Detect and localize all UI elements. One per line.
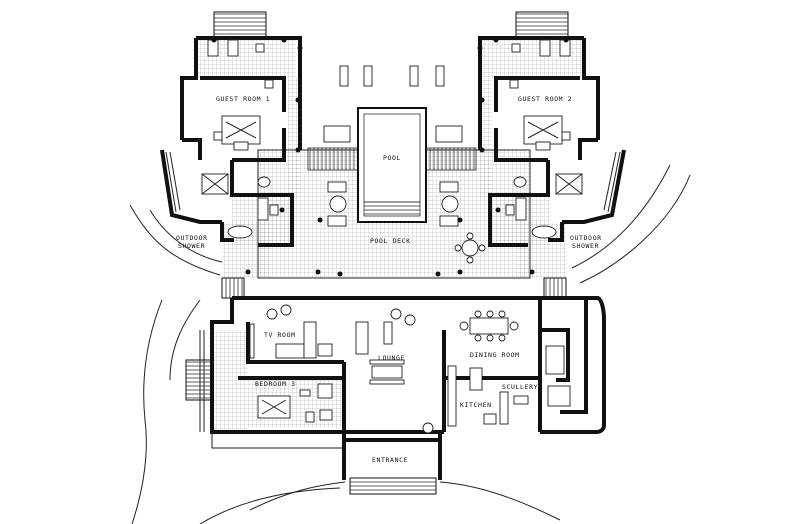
stairs-top-left bbox=[213, 11, 267, 39]
label-dining-room: DINING ROOM bbox=[470, 351, 520, 359]
lounge-furniture bbox=[355, 308, 434, 434]
guest-bed-right bbox=[523, 115, 571, 151]
label-pool-deck: POOL DECK bbox=[370, 237, 411, 245]
pool-deck-furniture bbox=[327, 181, 486, 264]
label-entrance: ENTRANCE bbox=[372, 456, 408, 464]
pool-steps-left bbox=[307, 147, 361, 171]
guest-wing-right bbox=[478, 36, 626, 247]
label-bedroom-3: BEDROOM 3 bbox=[255, 380, 296, 388]
pool bbox=[357, 107, 427, 223]
columns bbox=[211, 37, 569, 277]
label-guest-room-2: GUEST ROOM 2 bbox=[518, 95, 572, 103]
stairs-top-right bbox=[515, 11, 569, 39]
pool-steps-right bbox=[423, 147, 477, 171]
guest-bed-left bbox=[213, 115, 261, 151]
guest-wing-left bbox=[160, 36, 302, 247]
label-tv-room: TV ROOM bbox=[264, 331, 296, 339]
label-pool: POOL bbox=[383, 154, 401, 162]
scullery-fixtures bbox=[545, 345, 571, 407]
wing-fixtures bbox=[201, 173, 583, 239]
entrance-area bbox=[342, 432, 442, 495]
label-guest-room-1: GUEST ROOM 1 bbox=[216, 95, 270, 103]
label-outdoor-shower-left-2: SHOWER bbox=[178, 242, 205, 250]
label-outdoor-shower-right: OUTDOOR bbox=[570, 234, 602, 242]
tv-room-furniture bbox=[249, 304, 333, 359]
room-labels: GUEST ROOM 1 GUEST ROOM 2 POOL POOL DECK… bbox=[176, 95, 602, 464]
label-outdoor-shower-left: OUTDOOR bbox=[176, 234, 208, 242]
label-scullery: SCULLERY bbox=[502, 383, 538, 391]
label-lounge: LOUNGE bbox=[378, 354, 405, 362]
stairs-terrace-left bbox=[185, 359, 213, 401]
stairs-side-left bbox=[221, 277, 245, 299]
landscape-lines bbox=[129, 164, 691, 524]
bedroom3-furniture bbox=[257, 383, 333, 423]
terrace-loungers bbox=[207, 39, 571, 143]
stairs-side-right bbox=[543, 277, 567, 299]
label-kitchen: KITCHEN bbox=[460, 401, 492, 409]
main-house-walls bbox=[199, 296, 606, 449]
kitchen-fixtures bbox=[447, 365, 529, 427]
dining-furniture bbox=[459, 310, 519, 342]
label-outdoor-shower-right-2: SHOWER bbox=[572, 242, 599, 250]
